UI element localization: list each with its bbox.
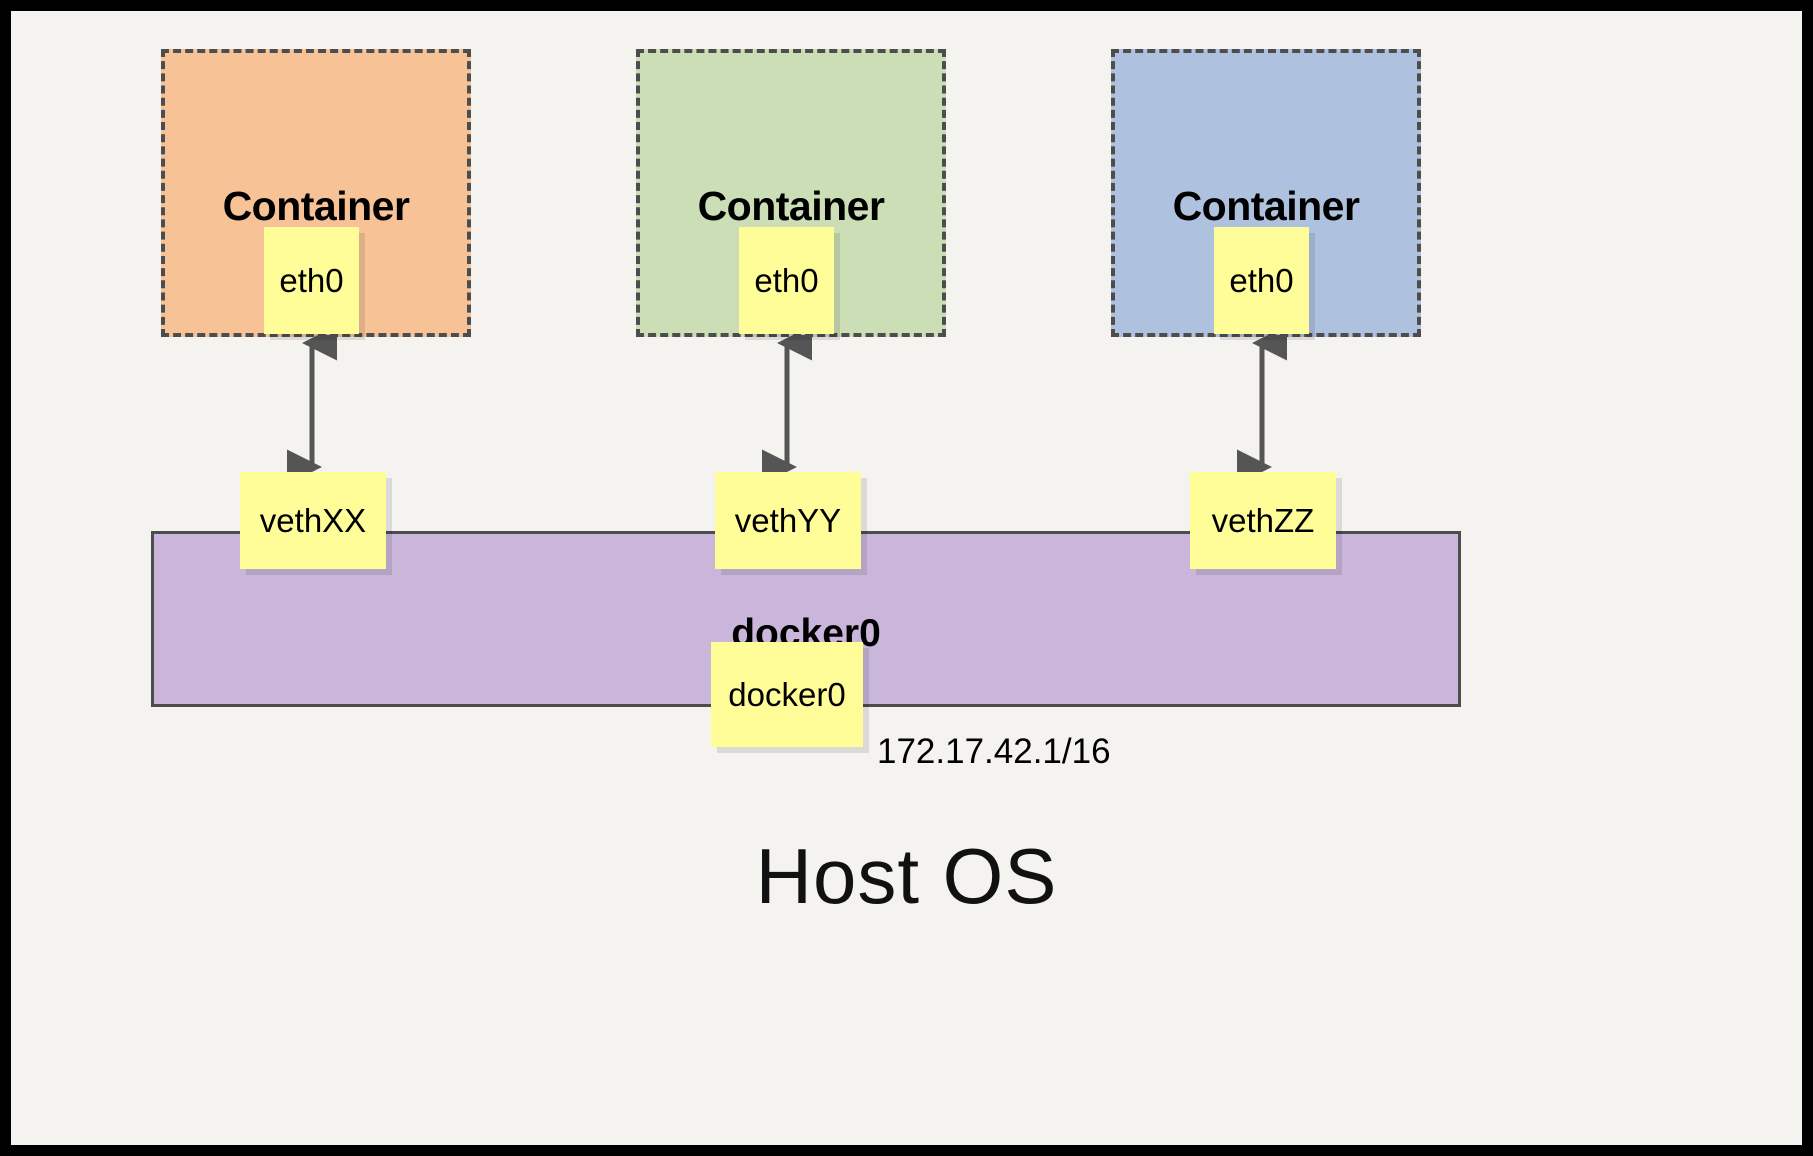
arrow-eth0-veth-1 xyxy=(287,335,337,475)
host-os-label: Host OS xyxy=(755,832,1058,920)
docker0-port-label: docker0 xyxy=(728,676,846,713)
diagram-canvas: Container eth0 Container eth0 Container … xyxy=(11,11,1802,1145)
eth0-note-1: eth0 xyxy=(264,227,359,334)
docker0-ip-label: 172.17.42.1/16 xyxy=(877,732,1111,771)
eth0-label-2: eth0 xyxy=(754,262,819,299)
veth-note-2: vethYY xyxy=(715,472,861,569)
eth0-note-3: eth0 xyxy=(1214,227,1309,334)
veth-note-1: vethXX xyxy=(240,472,386,569)
eth0-label-3: eth0 xyxy=(1229,262,1294,299)
arrow-eth0-veth-3 xyxy=(1237,335,1287,475)
container-title-1: Container xyxy=(222,183,410,229)
eth0-note-2: eth0 xyxy=(739,227,834,334)
veth-note-3: vethZZ xyxy=(1190,472,1336,569)
veth-label-1: vethXX xyxy=(259,502,367,539)
veth-label-2: vethYY xyxy=(734,502,842,539)
container-title-2: Container xyxy=(697,183,885,229)
container-title-3: Container xyxy=(1172,183,1360,229)
eth0-label-1: eth0 xyxy=(279,262,344,299)
veth-label-3: vethZZ xyxy=(1211,502,1315,539)
docker0-port-note: docker0 xyxy=(711,642,863,747)
arrow-eth0-veth-2 xyxy=(762,335,812,475)
